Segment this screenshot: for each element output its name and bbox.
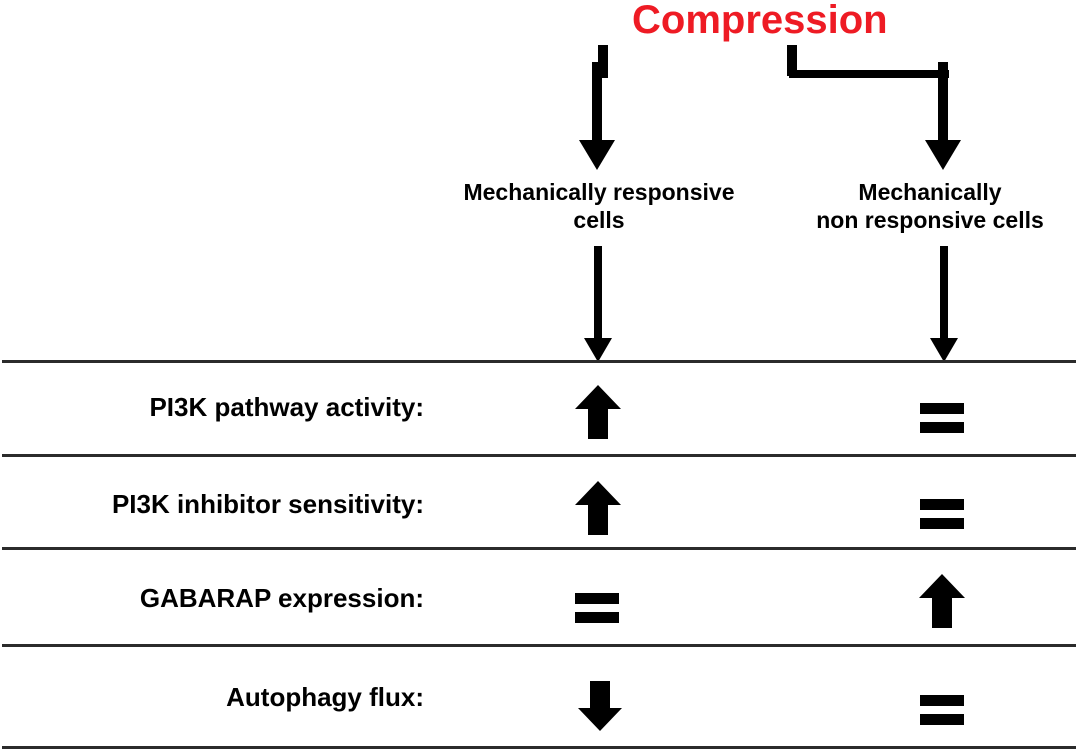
cell-responsive-down-arrow-icon — [570, 676, 630, 736]
page-title: Compression — [632, 0, 888, 42]
row-label-gabarap-expression: GABARAP expression: — [139, 583, 424, 613]
cell-non-responsive-up-arrow-icon — [912, 571, 972, 631]
bracket-stub-left — [598, 45, 608, 76]
table-rule-bottom — [2, 746, 1076, 749]
bracket-stub-right — [787, 45, 797, 76]
branch-arrow-left — [575, 62, 619, 172]
table-rule-1 — [2, 454, 1076, 457]
table-rule-3 — [2, 644, 1076, 647]
row-label-autophagy-flux: Autophagy flux: — [226, 682, 424, 712]
bracket-horizontal-right — [789, 70, 949, 78]
column-header-non-responsive: Mechanically non responsive cells — [816, 179, 1044, 233]
column-header-responsive: Mechanically responsive cells — [463, 179, 735, 233]
table-rule-top — [2, 360, 1076, 363]
column-flow-arrow-right — [924, 246, 964, 364]
cell-non-responsive-equals-sign-icon — [912, 486, 972, 546]
row-label-pi3k-pathway-activity: PI3K pathway activity: — [149, 392, 424, 422]
cell-non-responsive-equals-sign-icon — [912, 390, 972, 450]
branch-arrow-right — [921, 62, 965, 172]
table-rule-2 — [2, 547, 1076, 550]
cell-responsive-up-arrow-icon — [568, 382, 628, 442]
column-flow-arrow-left — [578, 246, 618, 364]
cell-responsive-up-arrow-icon — [568, 478, 628, 538]
cell-responsive-equals-sign-icon — [567, 580, 627, 640]
row-label-pi3k-inhibitor-sensitivity: PI3K inhibitor sensitivity: — [111, 489, 424, 519]
cell-non-responsive-equals-sign-icon — [912, 682, 972, 742]
